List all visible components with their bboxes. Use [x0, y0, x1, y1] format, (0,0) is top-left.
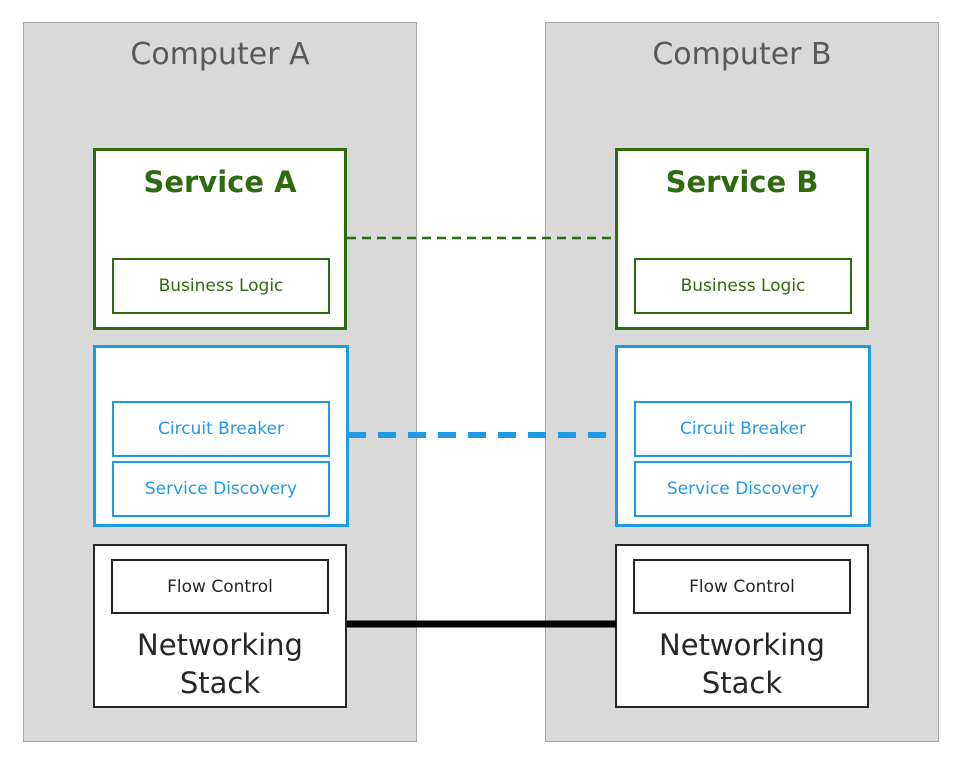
- computer-a-title: Computer A: [130, 37, 310, 72]
- resilience-a-box: Circuit Breaker Service Discovery: [93, 345, 349, 527]
- business-logic-a: Business Logic: [112, 258, 330, 314]
- computer-b-title: Computer B: [652, 37, 832, 72]
- service-a-box: Service A Business Logic: [93, 148, 347, 330]
- service-b-box: Service B Business Logic: [615, 148, 869, 330]
- service-discovery-a: Service Discovery: [112, 461, 330, 517]
- service-b-title: Service B: [665, 165, 819, 199]
- flow-control-b: Flow Control: [633, 559, 851, 614]
- circuit-breaker-b: Circuit Breaker: [634, 401, 852, 457]
- service-discovery-b: Service Discovery: [634, 461, 852, 517]
- service-a-title: Service A: [143, 165, 297, 199]
- business-logic-b: Business Logic: [634, 258, 852, 314]
- resilience-b-box: Circuit Breaker Service Discovery: [615, 345, 871, 527]
- flow-control-a: Flow Control: [111, 559, 329, 614]
- computer-a-panel: Computer A Service A Business Logic Circ…: [23, 22, 417, 742]
- circuit-breaker-a: Circuit Breaker: [112, 401, 330, 457]
